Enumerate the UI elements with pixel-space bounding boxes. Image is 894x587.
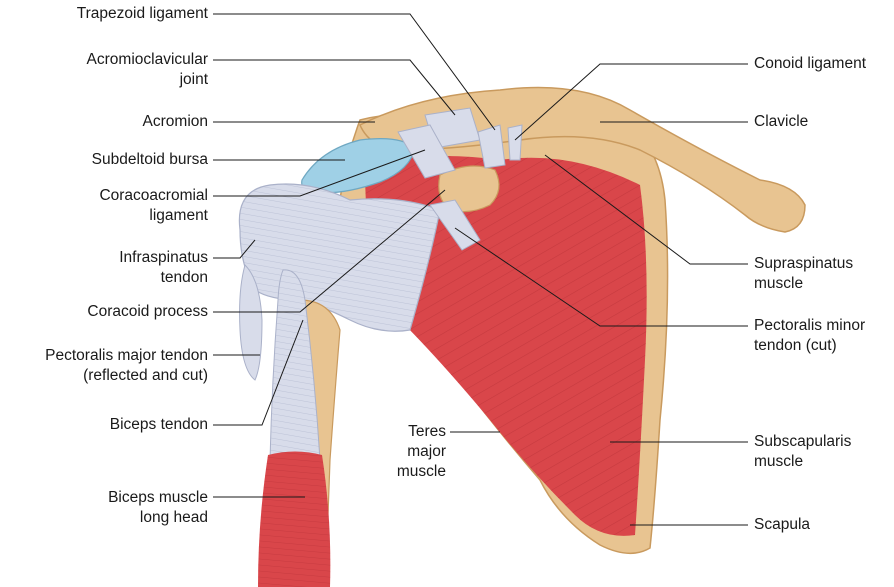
label-biceps-muscle-long-head: Biceps muscle long head [108,488,208,528]
label-biceps-tendon: Biceps tendon [110,415,208,435]
label-subdeltoid-bursa: Subdeltoid bursa [92,150,208,170]
label-pectoralis-major-tendon: Pectoralis major tendon (reflected and c… [45,346,208,386]
label-infraspinatus-tendon: Infraspinatus tendon [119,248,208,288]
label-subscapularis-muscle: Subscapularis muscle [754,432,851,472]
label-teres-major-muscle: Teres major muscle [397,422,446,482]
label-conoid-ligament: Conoid ligament [754,54,866,74]
label-coracoacromial-ligament: Coracoacromial ligament [99,186,208,226]
label-acromion: Acromion [143,112,208,132]
label-coracoid-process: Coracoid process [87,302,208,322]
label-acromioclavicular-joint: Acromioclavicular joint [87,50,208,90]
label-pectoralis-minor-tendon: Pectoralis minor tendon (cut) [754,316,865,356]
label-trapezoid-ligament: Trapezoid ligament [77,4,208,24]
label-clavicle: Clavicle [754,112,808,132]
label-supraspinatus-muscle: Supraspinatus muscle [754,254,853,294]
conoid-ligament-shape [508,125,522,160]
label-scapula: Scapula [754,515,810,535]
